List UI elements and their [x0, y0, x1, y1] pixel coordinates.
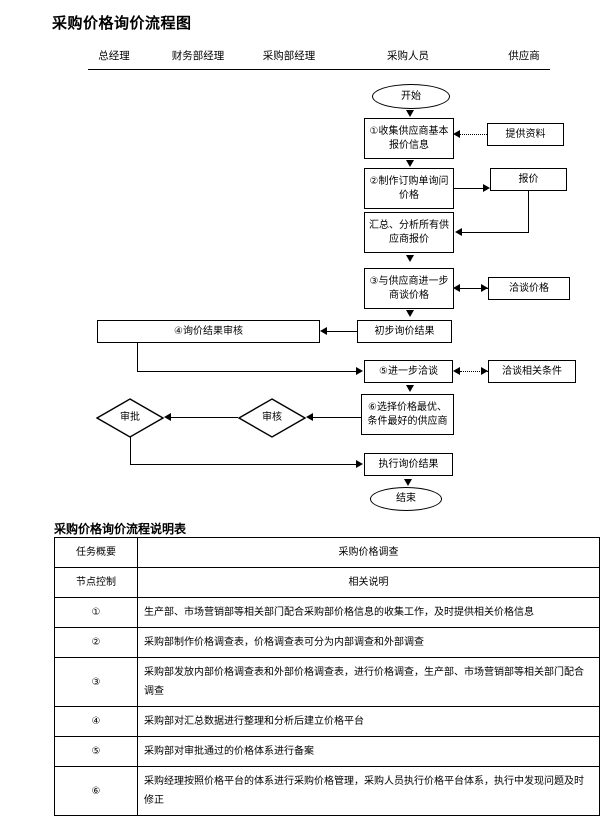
connector-preliminary-to-review [327, 331, 357, 332]
flow-node-make-order[interactable]: ②制作订购单询问价格 [364, 168, 454, 209]
table-cell-key: ① [54, 597, 138, 628]
flow-node-provide-data[interactable]: 提供资料 [487, 123, 564, 146]
connector-quotation-down [528, 191, 529, 232]
flow-node-quotation[interactable]: 报价 [490, 168, 567, 191]
arrow-order-to-quotation [483, 184, 490, 192]
table-cell-value: 采购部制作价格调查表，价格调查表可分为内部调查和外部调查 [137, 627, 600, 658]
connector-order-to-quotation [454, 188, 483, 189]
page-title: 采购价格询价流程图 [52, 14, 192, 32]
table-cell-key: ⑤ [54, 736, 138, 767]
flow-node-start[interactable]: 开始 [372, 84, 450, 109]
arrow-quotation-to-summarize [455, 228, 462, 236]
lane-header-supplier: 供应商 [508, 50, 540, 62]
table-cell-key: 节点控制 [54, 567, 138, 598]
flow-node-collect-info[interactable]: ①收集供应商基本报价信息 [364, 118, 454, 159]
connector-negotiate-talkprice [460, 288, 488, 289]
arrow-audit-to-approve [164, 413, 171, 421]
arrow-negotiate-to-preliminary [406, 310, 414, 317]
table-cell-key: ② [54, 627, 138, 658]
lane-header-finance-manager: 财务部经理 [171, 50, 225, 62]
flow-node-review-result[interactable]: ④询价结果审核 [97, 320, 320, 343]
connector-approve-to-execute [130, 464, 358, 465]
flow-node-execute-result[interactable]: 执行询价结果 [364, 453, 453, 476]
connector-quotation-to-summarize [462, 232, 529, 233]
table-cell-key: ④ [54, 706, 138, 737]
arrow-approve-to-execute [356, 460, 363, 468]
flow-node-preliminary-result[interactable]: 初步询价结果 [357, 320, 452, 343]
flow-node-audit-label: 审核 [262, 412, 282, 424]
table-cell-value: 采购部发放内部价格调查表和外部价格调查表，进行价格调查，生产部、市场营销部等相关… [137, 657, 600, 707]
flow-node-talk-price[interactable]: 洽谈价格 [488, 277, 570, 300]
connector-review-down [137, 343, 138, 371]
table-cell-value: 采购部对汇总数据进行整理和分析后建立价格平台 [137, 706, 600, 737]
lane-header-general-manager: 总经理 [98, 50, 130, 62]
arrow-talkprice-to-negotiate [453, 284, 460, 292]
arrow-start-to-collect [406, 110, 414, 117]
arrow-execute-to-end [404, 479, 412, 486]
connector-furthertalk-conditions [460, 371, 488, 372]
flow-node-further-talk[interactable]: ⑤进一步洽谈 [364, 360, 453, 383]
arrow-review-to-furthertalk [356, 367, 363, 375]
table-cell-value: 生产部、市场营销部等相关部门配合采购部价格信息的收集工作，及时提供相关价格信息 [137, 597, 600, 628]
connector-review-to-furthertalk [137, 371, 358, 372]
flow-node-summarize[interactable]: 汇总、分析所有供应商报价 [364, 212, 454, 253]
flow-node-talk-conditions[interactable]: 洽谈相关条件 [488, 360, 576, 383]
arrow-negotiate-to-talkprice [481, 284, 488, 292]
connector-provide-data-to-collect [460, 134, 487, 135]
lane-header-purchasing-staff: 采购人员 [387, 50, 429, 62]
arrow-provide-data-to-collect [453, 130, 460, 138]
table-cell-key: 任务概要 [54, 537, 138, 568]
diamond-shape-approve [96, 398, 164, 438]
table-cell-key: ③ [54, 657, 138, 707]
arrow-furthertalk-to-conditions [481, 367, 488, 375]
table-cell-key: ⑥ [54, 766, 138, 816]
table-title: 采购价格询价流程说明表 [54, 522, 187, 536]
arrow-preliminary-to-review [320, 327, 327, 335]
arrow-summarize-to-negotiate [406, 255, 414, 262]
table-row: 任务概要采购价格调查 [54, 537, 600, 568]
arrow-furthertalk-to-select [406, 385, 414, 392]
arrow-collect-to-order [406, 160, 414, 167]
flow-node-end[interactable]: 结束 [370, 487, 442, 511]
arrow-select-to-audit [306, 413, 313, 421]
table-cell-value: 采购经理按照价格平台的体系进行采购价格管理，采购人员执行价格平台体系，执行中发现… [137, 766, 600, 816]
table-row: 节点控制相关说明 [54, 567, 600, 598]
flow-node-approve-label: 审批 [120, 412, 140, 424]
table-cell-value: 相关说明 [137, 567, 600, 598]
flow-node-audit[interactable]: 审核 [238, 398, 306, 438]
diamond-shape-audit [238, 398, 306, 438]
connector-audit-to-approve [171, 417, 238, 418]
connector-select-to-audit [313, 417, 361, 418]
flow-node-approve[interactable]: 审批 [96, 398, 164, 438]
flow-node-negotiate-price[interactable]: ③与供应商进一步商谈价格 [364, 268, 454, 309]
connector-approve-down [130, 437, 131, 464]
lane-header-purchasing-manager: 采购部经理 [262, 50, 316, 62]
lane-header-divider [88, 69, 550, 70]
flow-node-select-supplier[interactable]: ⑥选择价格最优、条件最好的供应商 [361, 394, 454, 435]
table-cell-value: 采购价格调查 [137, 537, 600, 568]
arrow-conditions-to-furthertalk [453, 367, 460, 375]
table-cell-value: 采购部对审批通过的价格体系进行备案 [137, 736, 600, 767]
